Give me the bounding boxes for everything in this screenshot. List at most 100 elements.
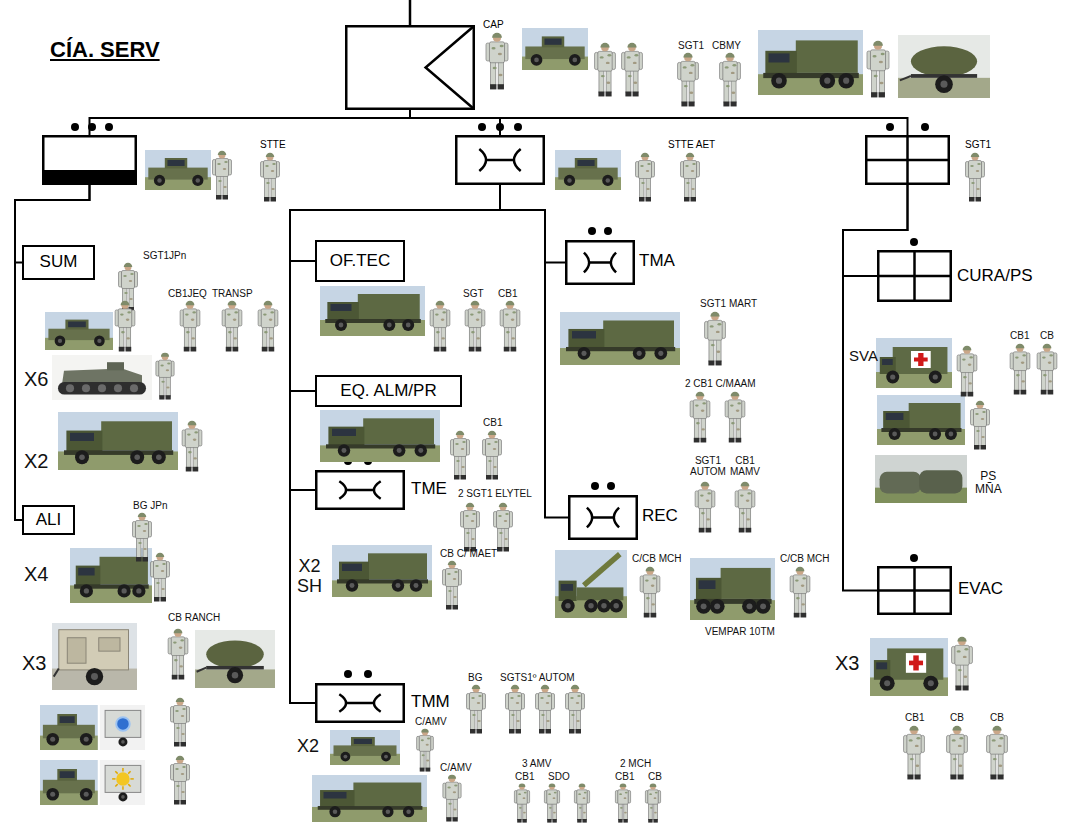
soldier-torso [503, 309, 517, 328]
soldier-boot [434, 347, 440, 352]
camo-spot [517, 695, 521, 697]
wheel-hub [567, 178, 571, 182]
wheel [886, 371, 899, 384]
truck-cab [66, 431, 102, 453]
photo-sky [195, 630, 275, 688]
camo-spot [731, 72, 735, 74]
soldier-head [731, 393, 738, 400]
photo-sky [522, 28, 588, 70]
soldier-helmet [138, 513, 147, 517]
soldier-leg [175, 780, 180, 801]
soldier-head [177, 699, 184, 706]
soldier-leg [217, 175, 222, 196]
camo-spot [218, 180, 222, 182]
camo-spot [540, 697, 544, 699]
soldier-torso [907, 734, 921, 754]
camo-spot [129, 298, 133, 300]
unit-symbol-graphic [42, 135, 137, 185]
soldier-boot [871, 92, 877, 97]
soldier-helmet [488, 431, 497, 435]
camo-spot [504, 520, 508, 522]
unit-symbol: CAP [345, 25, 475, 110]
unit-symbol-graphic [315, 470, 405, 510]
camo-spot [700, 494, 704, 496]
wheel [118, 737, 127, 746]
camo-spot [461, 448, 465, 450]
count-label: X6 [24, 368, 48, 390]
soldier-helmet [188, 421, 197, 425]
soldier-leg [699, 507, 704, 529]
camo-spot [736, 428, 740, 430]
soldier-torso [577, 790, 587, 804]
soldier-boot [486, 475, 492, 480]
soldier-figure [952, 637, 973, 691]
red-cross [914, 358, 928, 362]
camo-spot [683, 66, 687, 68]
camo-spot [500, 45, 504, 48]
camo-spot [176, 727, 180, 729]
soldier-head [422, 729, 428, 735]
soldier-boot [968, 392, 974, 397]
tent [880, 472, 921, 494]
vehicle-hull [62, 369, 142, 385]
soldier-boot [493, 475, 499, 480]
camo-spot [879, 82, 883, 85]
count-label: X2 SH [297, 557, 322, 597]
soldier-torso [174, 706, 187, 724]
vehicle-track [58, 382, 146, 395]
camo-spot [227, 313, 231, 315]
soldier-helmet [873, 41, 883, 46]
camo-spot [641, 182, 645, 184]
wheel [80, 733, 93, 746]
camo-spot [166, 386, 169, 388]
soldier-leg [576, 709, 581, 730]
soldier-torso [454, 439, 467, 457]
camo-spot [271, 170, 275, 172]
rank-label: CB [648, 771, 662, 782]
soldier-boot [469, 347, 475, 352]
soldier-head [696, 393, 703, 400]
road-wheel [114, 384, 122, 392]
truck-photo [320, 286, 425, 336]
trailer-body [105, 710, 141, 737]
soldier-figure [171, 698, 190, 747]
soldier-figure [133, 513, 152, 562]
camo-spot [746, 518, 750, 520]
red-cross [909, 661, 923, 666]
unit-label: TMM [411, 693, 450, 712]
soldier-torso [870, 50, 885, 71]
wheel [929, 428, 941, 440]
soldier-helmet [1016, 344, 1025, 348]
maintenance-symbol [374, 694, 381, 712]
soldier-boot [181, 742, 187, 747]
camo-spot [576, 702, 580, 704]
pickup-photo [40, 705, 98, 750]
soldier-figure [695, 482, 715, 533]
soldier-leg [175, 722, 180, 743]
camo-spot [689, 72, 693, 74]
road-wheel [66, 384, 74, 392]
camo-spot [796, 597, 800, 599]
camo-spot [234, 311, 238, 313]
camo-spot [269, 337, 273, 339]
soldier-torso [489, 42, 504, 63]
soldier-leg [510, 709, 515, 730]
camo-spot [541, 714, 545, 716]
org-connector [500, 185, 568, 518]
wheel [80, 584, 93, 597]
rank-label: CBMY [712, 40, 741, 51]
soldier-helmet [992, 726, 1001, 731]
soldier-boot [126, 347, 132, 352]
soldier-boot [974, 445, 980, 450]
soldier-leg [265, 177, 270, 198]
soldier-figure [720, 53, 741, 107]
unit-symbol: TMM [315, 683, 405, 723]
wheel-hub [843, 78, 849, 84]
camo-spot [519, 807, 522, 809]
soldier-figure [506, 685, 525, 734]
camo-spot [689, 91, 693, 93]
camo-spot [182, 708, 186, 710]
wheel-hub [534, 58, 539, 63]
soldier-leg [706, 507, 711, 529]
